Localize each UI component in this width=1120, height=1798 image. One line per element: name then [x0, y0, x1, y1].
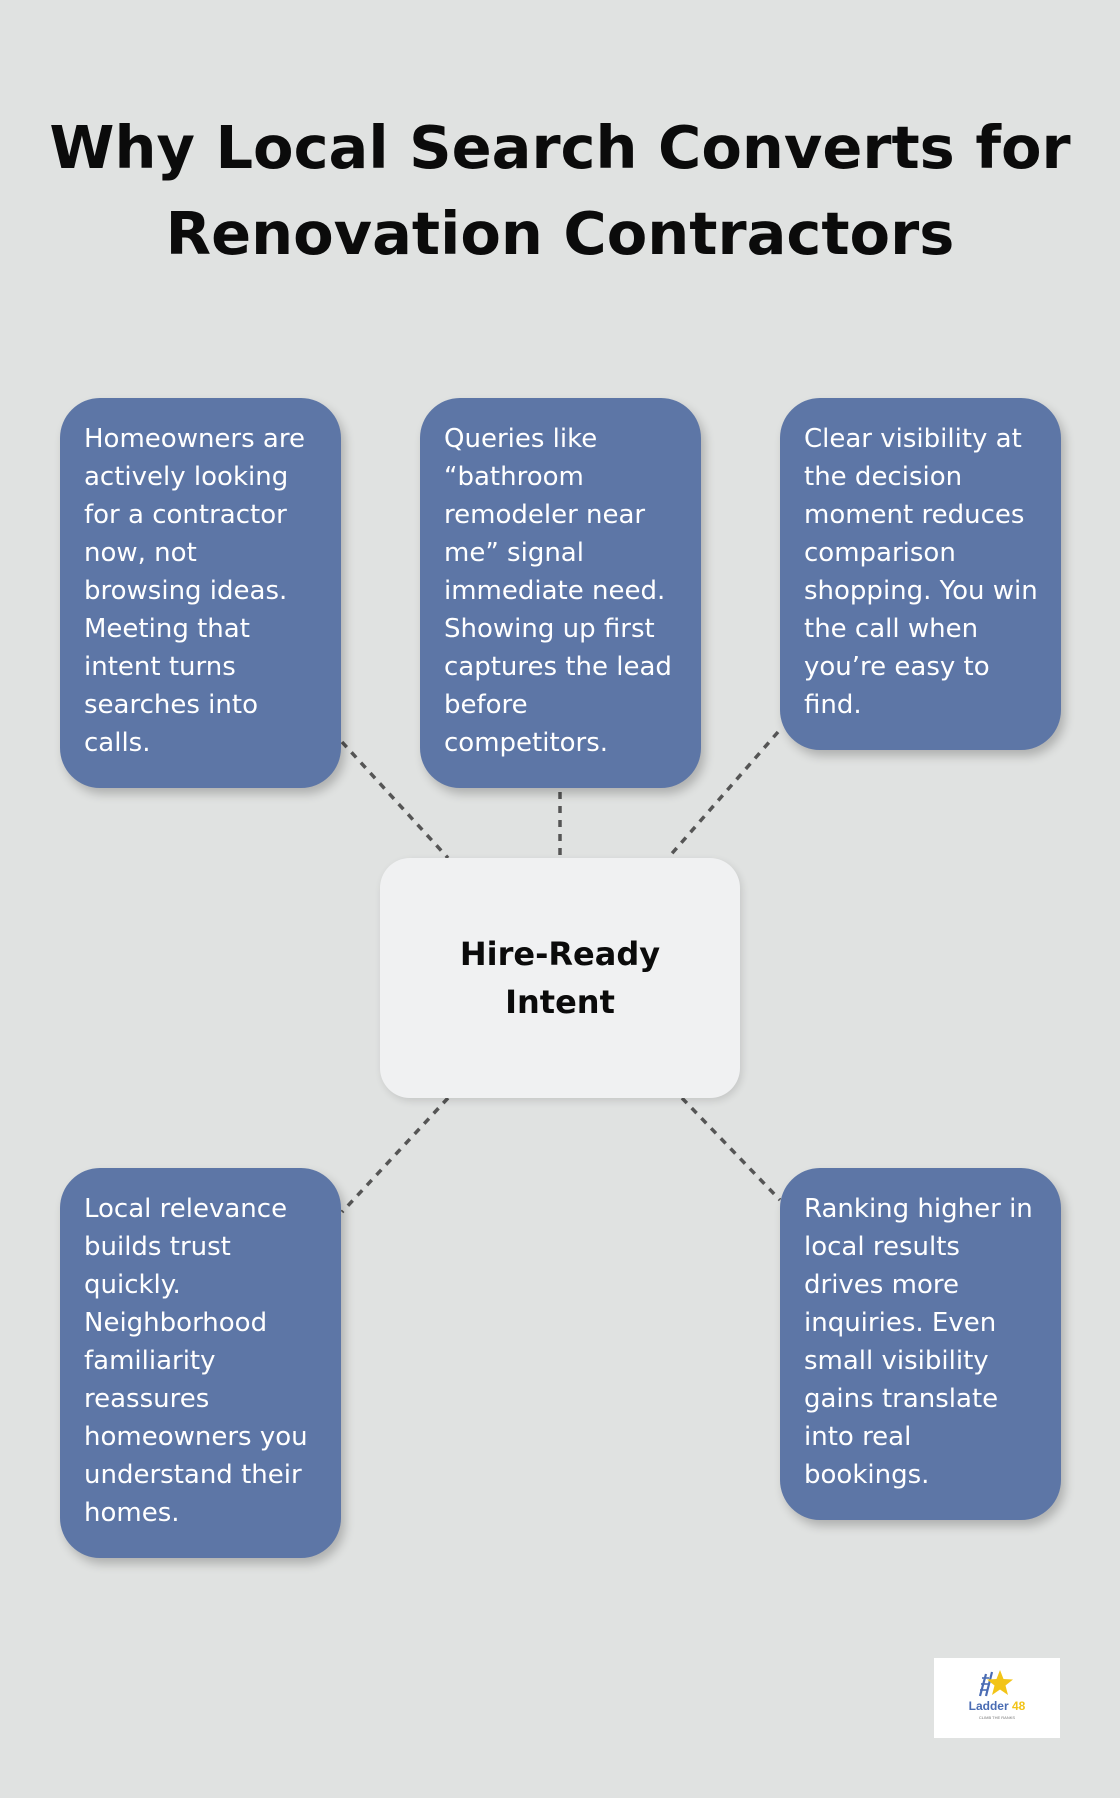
card-text: Queries like “bathroom remodeler near me… [444, 424, 672, 758]
card-bottom-left: Local relevance builds trust quickly. Ne… [60, 1168, 341, 1558]
connector-top-left [340, 740, 450, 860]
logo-tagline: CLIMB THE RANKS [979, 1715, 1015, 1720]
card-top-right: Clear visibility at the decision moment … [780, 398, 1061, 750]
card-text: Ranking higher in local results drives m… [804, 1194, 1033, 1490]
ladder48-logo: Ladder 48 CLIMB THE RANKS [934, 1658, 1060, 1738]
logo-name: Ladder 48 [969, 1699, 1026, 1713]
connector-bottom-left [340, 1096, 450, 1214]
card-top-left: Homeowners are actively looking for a co… [60, 398, 341, 788]
card-text: Local relevance builds trust quickly. Ne… [84, 1194, 308, 1528]
connector-bottom-right [680, 1096, 782, 1202]
logo-mark-icon: Ladder 48 CLIMB THE RANKS [969, 1670, 1026, 1720]
card-bottom-right: Ranking higher in local results drives m… [780, 1168, 1061, 1520]
center-label: Hire-Ready Intent [459, 935, 661, 1021]
page-title: Why Local Search Converts for Renovation… [49, 113, 1071, 268]
card-text: Clear visibility at the decision moment … [804, 424, 1038, 720]
center-node: Hire-Ready Intent [380, 858, 740, 1098]
card-top-middle: Queries like “bathroom remodeler near me… [420, 398, 701, 788]
card-text: Homeowners are actively looking for a co… [84, 424, 305, 758]
